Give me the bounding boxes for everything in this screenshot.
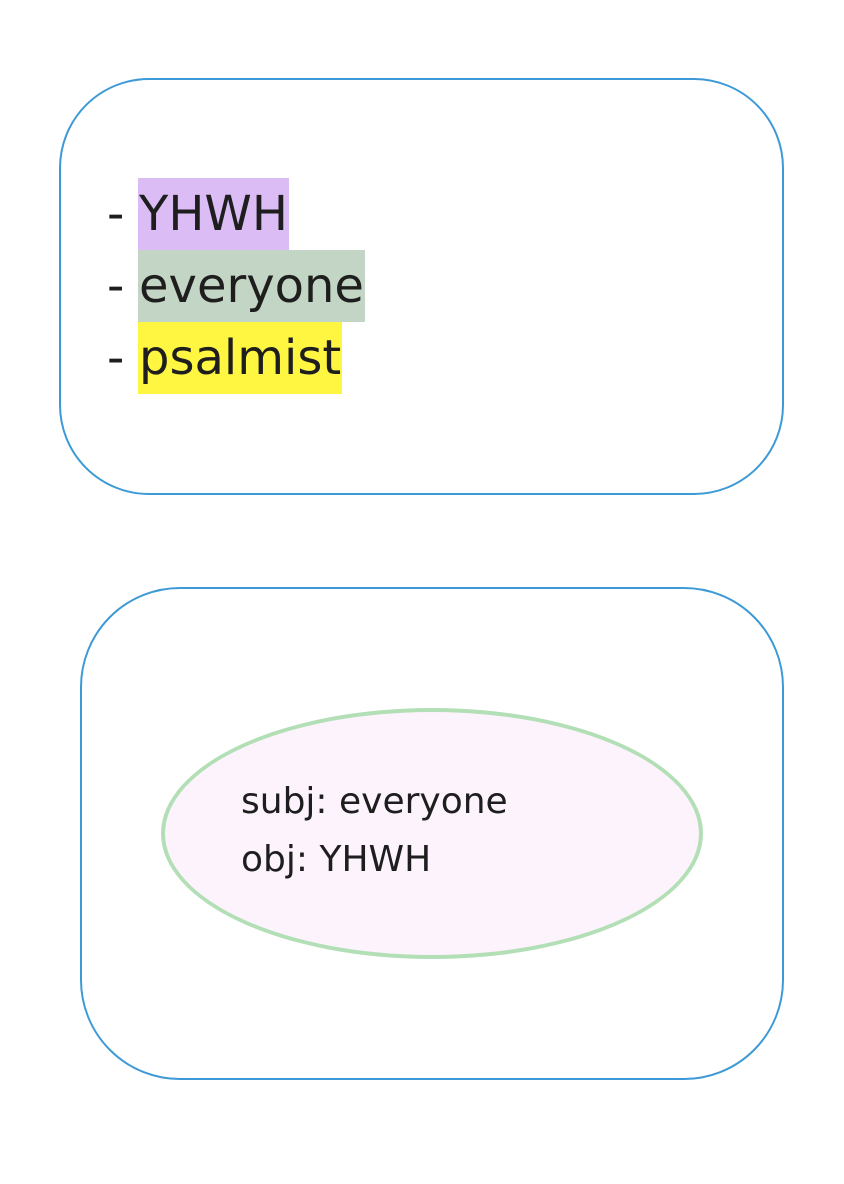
relation-ellipse <box>161 708 703 959</box>
entity-label-everyone: everyone <box>138 250 365 322</box>
entity-list: -YHWH -everyone -psalmist <box>107 178 365 394</box>
entity-item-yhwh: -YHWH <box>107 178 365 250</box>
relation-subject: subj: everyone <box>241 781 508 822</box>
entity-list-box: -YHWH -everyone -psalmist <box>59 78 784 495</box>
entity-label-yhwh: YHWH <box>138 178 289 250</box>
relation-object: obj: YHWH <box>241 839 432 880</box>
list-dash: - <box>107 330 125 386</box>
relation-text: subj: everyone obj: YHWH <box>241 773 508 889</box>
entity-item-everyone: -everyone <box>107 250 365 322</box>
entity-label-psalmist: psalmist <box>138 322 343 394</box>
list-dash: - <box>107 186 125 242</box>
list-dash: - <box>107 258 125 314</box>
entity-item-psalmist: -psalmist <box>107 322 365 394</box>
